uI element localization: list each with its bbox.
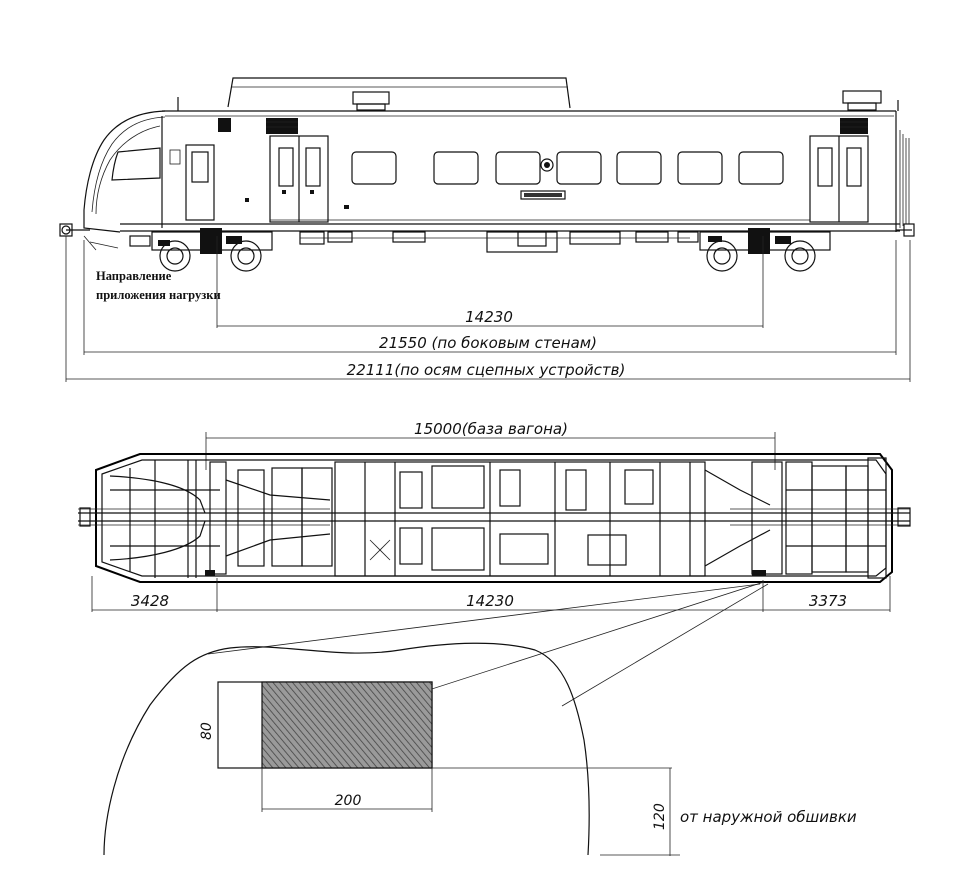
bogie-right (699, 228, 831, 272)
underfloor-equipment (299, 231, 699, 253)
coupler-right-icon (896, 223, 915, 237)
load-direction-label: приложения нагрузки (96, 288, 221, 302)
railcar-side-view (59, 77, 915, 272)
underframe-plan-view (78, 432, 911, 583)
detail-height: 80 (199, 722, 215, 740)
load-pad-detail (103, 581, 769, 856)
dim-side-walls: 21550 (по боковым стенам) (379, 334, 597, 352)
dim-car-base: 15000(база вагона) (414, 420, 568, 438)
plan-dimensions (91, 576, 891, 612)
load-direction-label: Направление (96, 269, 172, 283)
load-pad-hatched (261, 681, 433, 769)
dim-coupler-axes: 22111(по осям сцепных устройств) (347, 361, 626, 379)
window-row (351, 151, 784, 185)
roof-hatch-icon (842, 90, 882, 111)
dim-left-overhang: 3428 (131, 592, 169, 610)
side-dimensions (65, 236, 911, 382)
bogie-left (129, 228, 273, 272)
dim-bogie-centers-plan: 14230 (466, 592, 514, 610)
detail-offset: 120 (652, 803, 668, 830)
detail-width: 200 (335, 793, 362, 809)
dim-bogie-centers-side: 14230 (465, 308, 513, 326)
emblem-icon (540, 158, 554, 172)
dim-right-overhang: 3373 (809, 592, 847, 610)
roof-hatch-icon (352, 91, 390, 111)
coupler-left-icon (59, 223, 90, 237)
detail-offset-note: от наружной обшивки (680, 808, 857, 826)
